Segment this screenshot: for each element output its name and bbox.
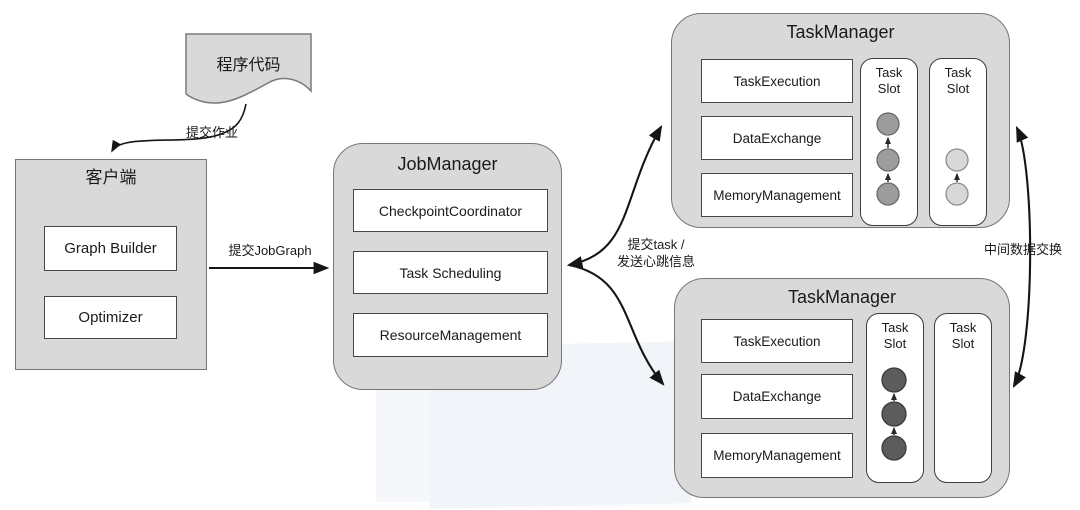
task-manager-bottom-node: TaskManager TaskExecution DataExchange M… <box>674 278 1010 498</box>
edge-label-intermediate-data-exchange: 中间数据交换 <box>984 242 1063 257</box>
module-checkpoint-coordinator: CheckpointCoordinator <box>353 189 548 232</box>
edge-label-submit-job: 提交作业 <box>186 125 239 140</box>
task-slot-label: Task Slot <box>881 320 909 352</box>
module-memory-management: MemoryManagement <box>701 173 853 217</box>
client-title: 客户端 <box>85 168 137 187</box>
program-code-node: 程序代码 <box>185 33 312 109</box>
document-outline <box>185 33 312 104</box>
module-data-exchange: DataExchange <box>701 116 853 160</box>
edge-label-submit-jobgraph: 提交JobGraph <box>228 243 312 258</box>
module-graph-builder: Graph Builder <box>44 226 177 271</box>
task-manager-top-node: TaskManager TaskExecution DataExchange M… <box>671 13 1010 228</box>
task-manager-title: TaskManager <box>787 287 897 307</box>
document-icon <box>185 33 312 104</box>
module-task-execution: TaskExecution <box>701 319 853 363</box>
module-task-scheduling: Task Scheduling <box>353 251 548 294</box>
job-manager-title: JobManager <box>397 154 498 174</box>
client-node: 客户端 Graph Builder Optimizer <box>15 159 207 370</box>
module-optimizer: Optimizer <box>44 296 177 339</box>
job-manager-node: JobManager CheckpointCoordinator Task Sc… <box>333 143 562 390</box>
module-memory-management: MemoryManagement <box>701 433 853 478</box>
task-slot-label: Task Slot <box>944 65 972 97</box>
module-task-execution: TaskExecution <box>701 59 853 103</box>
program-code-label: 程序代码 <box>216 57 281 74</box>
task-slot: Task Slot <box>860 58 918 226</box>
task-manager-title: TaskManager <box>786 22 895 42</box>
module-resource-management: ResourceManagement <box>353 313 548 357</box>
module-data-exchange: DataExchange <box>701 374 853 419</box>
task-slot: Task Slot <box>866 313 924 483</box>
task-slot: Task Slot <box>929 58 987 226</box>
task-slot: Task Slot <box>934 313 992 483</box>
task-slot-label: Task Slot <box>949 320 977 352</box>
edge-label-submit-task-heartbeat: 提交task / 发送心跳信息 <box>616 237 695 269</box>
task-slot-label: Task Slot <box>875 65 903 97</box>
